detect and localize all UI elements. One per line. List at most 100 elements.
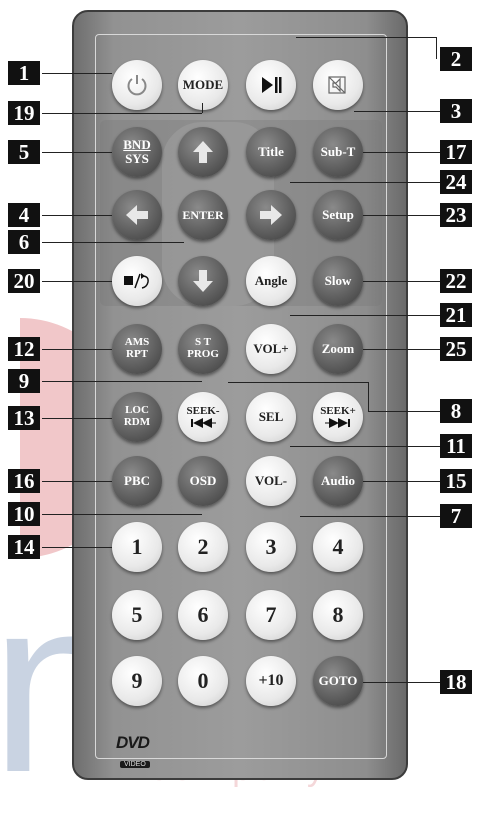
power-button[interactable] (112, 60, 162, 110)
sub-t-label: Sub-T (321, 145, 356, 159)
setup-button[interactable]: Setup (313, 190, 363, 240)
callout-4: 4 (8, 203, 40, 227)
loc-rdm-button[interactable]: LOC RDM (112, 392, 162, 442)
leader-3 (354, 111, 446, 112)
zoom-button[interactable]: Zoom (313, 324, 363, 374)
number-8-button[interactable]: 8 (313, 590, 363, 640)
leader-12 (42, 349, 112, 350)
sel-button[interactable]: SEL (246, 392, 296, 442)
dvd-logo-text: DVD (116, 733, 149, 752)
mode-label: MODE (183, 78, 223, 92)
callout-7: 7 (440, 504, 472, 528)
vol-plus-button[interactable]: VOL+ (246, 324, 296, 374)
plus-10-button[interactable]: +10 (246, 656, 296, 706)
leader-15 (363, 481, 446, 482)
leader-8b (368, 382, 369, 412)
callout-18: 18 (440, 670, 472, 694)
number-9-label: 9 (132, 669, 143, 692)
callout-19: 19 (8, 101, 40, 125)
number-0-button[interactable]: 0 (178, 656, 228, 706)
left-button[interactable] (112, 190, 162, 240)
callout-9: 9 (8, 369, 40, 393)
callout-16: 16 (8, 469, 40, 493)
arrow-up-icon (192, 140, 214, 164)
osd-label: OSD (190, 474, 217, 488)
number-9-button[interactable]: 9 (112, 656, 162, 706)
number-3-button[interactable]: 3 (246, 522, 296, 572)
sys-label: SYS (125, 152, 149, 166)
leader-4 (42, 215, 112, 216)
enter-button[interactable]: ENTER (178, 190, 228, 240)
arrow-right-icon (259, 204, 283, 226)
mute-button[interactable] (313, 60, 363, 110)
leader-8 (228, 382, 368, 383)
leader-23 (363, 215, 446, 216)
osd-button[interactable]: OSD (178, 456, 228, 506)
mode-button[interactable]: MODE (178, 60, 228, 110)
right-button[interactable] (246, 190, 296, 240)
leader-14 (42, 547, 112, 548)
bnd-sys-button[interactable]: BND SYS (112, 127, 162, 177)
seek-plus-button[interactable]: SEEK+ (313, 392, 363, 442)
leader-7 (300, 516, 446, 517)
slow-button[interactable]: Slow (313, 256, 363, 306)
seek-minus-label: SEEK- (186, 406, 219, 418)
goto-button[interactable]: GOTO (313, 656, 363, 706)
callout-2: 2 (440, 47, 472, 71)
leader-20 (42, 281, 112, 282)
number-1-label: 1 (132, 535, 143, 558)
slow-label: Slow (325, 274, 352, 288)
zoom-label: Zoom (322, 342, 355, 356)
title-button[interactable]: Title (246, 127, 296, 177)
leader-21 (290, 315, 446, 316)
leader-22 (363, 281, 446, 282)
number-7-button[interactable]: 7 (246, 590, 296, 640)
stop-return-button[interactable] (112, 256, 162, 306)
audio-button[interactable]: Audio (313, 456, 363, 506)
number-7-label: 7 (266, 603, 277, 626)
leader-11 (290, 446, 446, 447)
stop-return-icon (122, 271, 152, 291)
number-3-label: 3 (266, 535, 277, 558)
vol-minus-button[interactable]: VOL- (246, 456, 296, 506)
number-1-button[interactable]: 1 (112, 522, 162, 572)
pbc-button[interactable]: PBC (112, 456, 162, 506)
vol-plus-label: VOL+ (253, 342, 288, 356)
leader-6 (42, 242, 184, 243)
skip-back-icon (190, 418, 216, 428)
sub-t-button[interactable]: Sub-T (313, 127, 363, 177)
number-4-button[interactable]: 4 (313, 522, 363, 572)
callout-22: 22 (440, 269, 472, 293)
seek-plus-label: SEEK+ (320, 406, 356, 418)
leader-10 (42, 514, 202, 515)
number-6-button[interactable]: 6 (178, 590, 228, 640)
callout-13: 13 (8, 406, 40, 430)
leader-19b (202, 103, 203, 113)
leader-18 (363, 682, 446, 683)
angle-button[interactable]: Angle (246, 256, 296, 306)
number-2-button[interactable]: 2 (178, 522, 228, 572)
number-5-button[interactable]: 5 (112, 590, 162, 640)
leader-9 (42, 381, 202, 382)
leader-2 (296, 37, 436, 38)
callout-6: 6 (8, 230, 40, 254)
up-button[interactable] (178, 127, 228, 177)
bnd-label: BND (123, 138, 150, 152)
leader-16 (42, 481, 112, 482)
pbc-label: PBC (124, 474, 150, 488)
number-5-label: 5 (132, 603, 143, 626)
callout-3: 3 (440, 99, 472, 123)
play-pause-button[interactable] (246, 60, 296, 110)
st-prog-button[interactable]: S T PROG (178, 324, 228, 374)
title-label: Title (258, 145, 284, 159)
rdm-label: RDM (124, 417, 150, 429)
number-4-label: 4 (333, 535, 344, 558)
callout-1: 1 (8, 61, 40, 85)
callout-12: 12 (8, 337, 40, 361)
arrow-down-icon (192, 269, 214, 293)
seek-minus-button[interactable]: SEEK- (178, 392, 228, 442)
ams-rpt-button[interactable]: AMS RPT (112, 324, 162, 374)
down-button[interactable] (178, 256, 228, 306)
leader-17 (363, 152, 446, 153)
number-8-label: 8 (333, 603, 344, 626)
